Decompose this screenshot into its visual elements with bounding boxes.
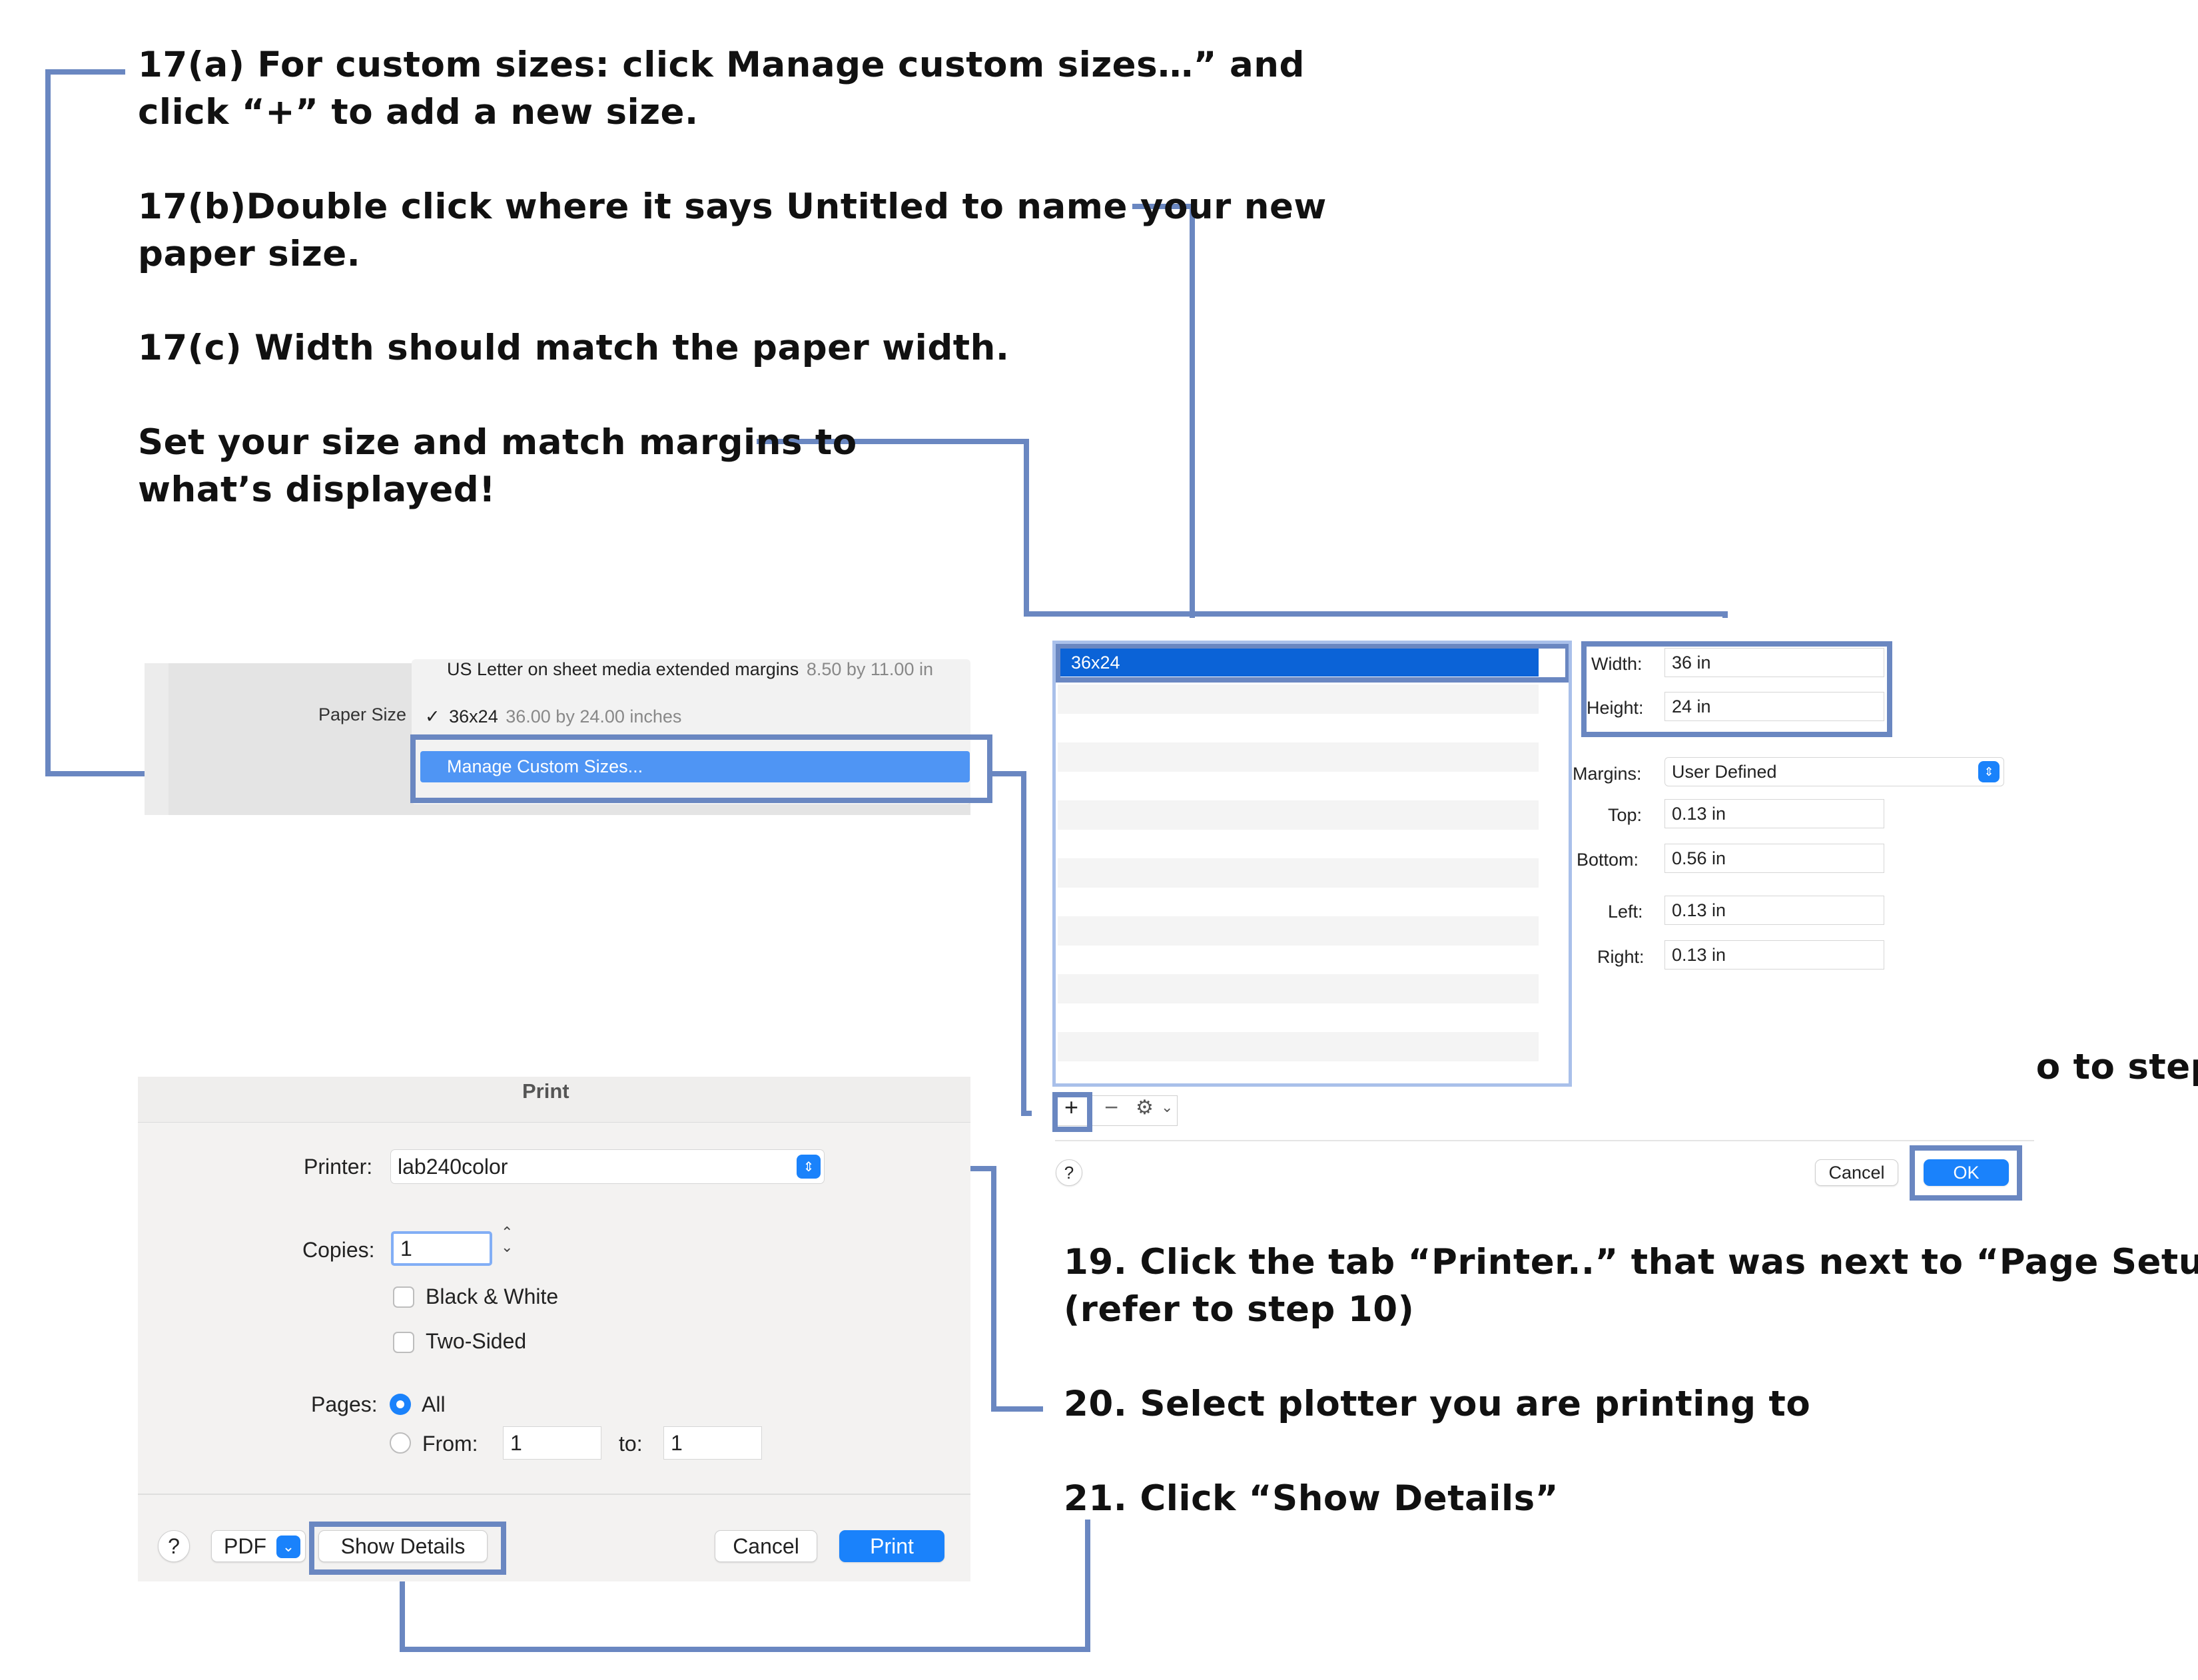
add-size-button[interactable]: +: [1064, 1093, 1079, 1121]
list-toolbar: [1056, 1095, 1178, 1126]
top-field[interactable]: 0.13 in: [1664, 799, 1884, 828]
width-field[interactable]: 36 in: [1664, 648, 1884, 677]
print-titlebar: [138, 1077, 970, 1123]
step-20: 20. Select plotter you are printing to: [1064, 1384, 1811, 1424]
menu-item-36x24[interactable]: ✓ 36x24 36.00 by 24.00 inches: [425, 706, 681, 727]
menu-item-us-letter-dims: 8.50 by 11.00 in: [806, 659, 933, 679]
margins-select-value: User Defined: [1672, 761, 1777, 782]
step-19-line2: (refer to step 10): [1064, 1289, 1415, 1330]
ok-button[interactable]: OK: [1924, 1159, 2009, 1186]
step-17c: 17(c) Width should match the paper width…: [138, 328, 1010, 368]
pdf-chevron-down-icon: ⌄: [276, 1536, 300, 1558]
show-details-button[interactable]: Show Details: [318, 1530, 488, 1562]
menu-item-us-letter-name: US Letter on sheet media extended margin…: [447, 659, 799, 679]
from-field[interactable]: 1: [503, 1426, 601, 1460]
highlight-ok-button: [1910, 1145, 2022, 1201]
gear-icon[interactable]: ⚙: [1136, 1097, 1154, 1119]
two-sided-label: Two-Sided: [426, 1329, 527, 1353]
custom-cancel-button[interactable]: Cancel: [1815, 1159, 1898, 1186]
step-19-line1: 19. Click the tab “Printer..” that was n…: [1064, 1242, 2198, 1282]
printer-label: Printer:: [304, 1155, 373, 1179]
dialog-divider: [1055, 1140, 2034, 1141]
chevron-down-icon: ⌄: [1161, 1099, 1174, 1115]
radio-dot: [396, 1400, 404, 1408]
margins-label: Margins:: [1573, 764, 1642, 784]
height-field[interactable]: 24 in: [1664, 692, 1884, 721]
margins-select[interactable]: User Defined: [1664, 757, 2004, 786]
step-set-size-line2: what’s displayed!: [138, 469, 496, 510]
stepper-up-icon[interactable]: ⌃: [501, 1224, 514, 1241]
step-21: 21. Click “Show Details”: [1064, 1478, 1559, 1519]
paper-size-label: Paper Size: [318, 704, 407, 724]
help-button-custom[interactable]: ?: [1056, 1159, 1082, 1186]
highlight-add-button: [1052, 1092, 1092, 1132]
step-17b-line2: paper size.: [138, 234, 361, 274]
step-17a-line1: 17(a) For custom sizes: click Manage cus…: [138, 45, 1305, 85]
top-label: Top:: [1608, 805, 1643, 825]
copies-field[interactable]: 1: [391, 1231, 492, 1266]
step-17a-line2: click “+” to add a new size.: [138, 92, 699, 133]
connector-set-size: [757, 439, 1728, 645]
highlight-show-details: [309, 1522, 506, 1575]
stepper-down-icon[interactable]: ⌄: [501, 1239, 514, 1255]
bw-label: Black & White: [426, 1284, 559, 1308]
list-item-36x24-label: 36x24: [1071, 653, 1120, 673]
from-label: From:: [422, 1432, 478, 1456]
highlight-manage-custom-sizes: [410, 734, 992, 803]
remove-size-button[interactable]: −: [1104, 1093, 1119, 1121]
highlight-width-height: [1581, 641, 1892, 737]
menu-item-36x24-dims: 36.00 by 24.00 inches: [506, 706, 682, 726]
height-label: Height:: [1587, 698, 1644, 718]
checkmark-icon: ✓: [425, 706, 440, 726]
menu-item-us-letter[interactable]: US Letter on sheet media extended margin…: [447, 659, 933, 680]
pages-all-radio[interactable]: [390, 1394, 411, 1415]
pdf-label: PDF: [224, 1534, 266, 1558]
pages-all-label: All: [422, 1392, 446, 1416]
step-17b-line1: 17(b)Double click where it says Untitled…: [138, 186, 1327, 227]
printer-chevron-updown-icon: ⇕: [797, 1155, 821, 1179]
menu-item-manage-custom-sizes[interactable]: Manage Custom Sizes...: [420, 751, 970, 782]
manage-custom-sizes-label: Manage Custom Sizes...: [447, 756, 643, 776]
highlight-list-frame: [1052, 641, 1572, 1087]
step-set-size-line1: Set your size and match margins to: [138, 422, 857, 463]
print-button[interactable]: Print: [839, 1530, 944, 1562]
bottom-label: Bottom:: [1577, 850, 1639, 870]
to-label: to:: [619, 1432, 643, 1456]
list-item-36x24[interactable]: 36x24: [1058, 649, 1539, 677]
copies-label: Copies:: [302, 1238, 375, 1262]
pages-label: Pages:: [311, 1392, 378, 1416]
print-footer-divider: [138, 1494, 970, 1495]
right-field[interactable]: 0.13 in: [1664, 940, 1884, 970]
pages-range-radio[interactable]: [390, 1432, 411, 1454]
width-label: Width:: [1591, 654, 1643, 674]
list-stripes: [1058, 685, 1539, 1061]
printer-select[interactable]: lab240color: [390, 1149, 825, 1184]
highlight-list-item: [1055, 643, 1571, 683]
connector-17b: [1132, 204, 1195, 643]
chevron-updown-icon: ⇕: [1978, 761, 2000, 782]
left-label: Left:: [1608, 902, 1643, 922]
printer-select-value: lab240color: [398, 1154, 508, 1179]
print-cancel-button[interactable]: Cancel: [715, 1530, 817, 1562]
bottom-field[interactable]: 0.56 in: [1664, 844, 1884, 873]
right-label: Right:: [1597, 947, 1645, 967]
bw-checkbox[interactable]: [393, 1286, 414, 1308]
left-field[interactable]: 0.13 in: [1664, 896, 1884, 925]
print-help-button[interactable]: ?: [158, 1530, 190, 1562]
connector-21: [400, 1520, 1090, 1652]
print-dialog-title: Print: [522, 1079, 569, 1103]
two-sided-checkbox[interactable]: [393, 1332, 414, 1353]
menu-item-36x24-name: 36x24: [449, 706, 498, 726]
to-field[interactable]: 1: [663, 1426, 762, 1460]
copies-stepper[interactable]: ⌃ ⌄: [501, 1225, 513, 1255]
